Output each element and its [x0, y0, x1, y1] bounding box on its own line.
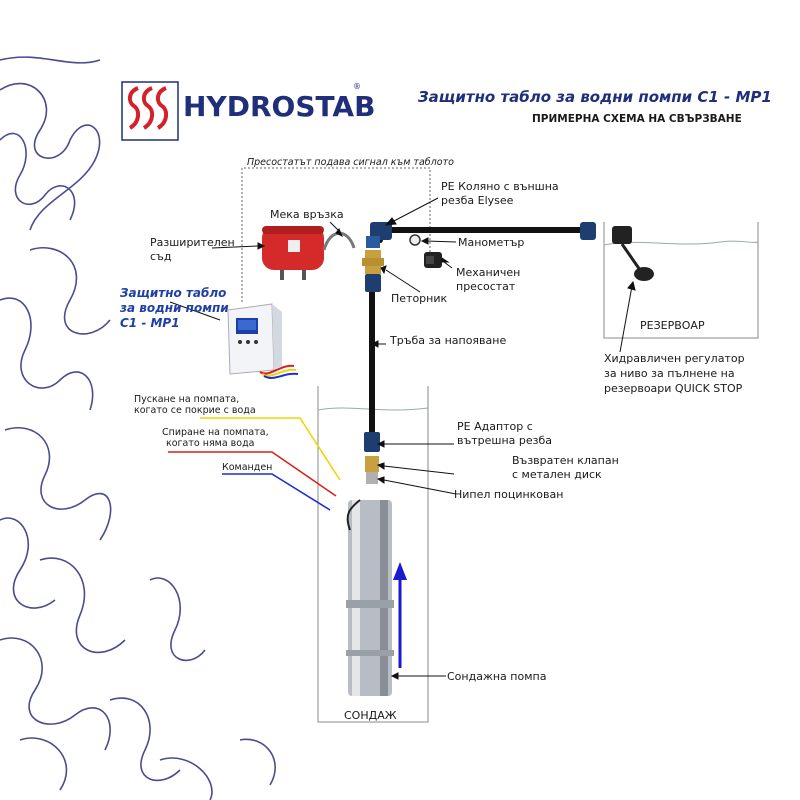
label-pressostat-signal: Пресостатът подава сигнал към таблото [247, 157, 454, 168]
label-borehole-pump: Сондажна помпа [447, 670, 547, 683]
pe-elbow-fitting [366, 222, 392, 248]
label-pe-adapter-1: PE Адаптор с [457, 420, 533, 433]
wire-start [200, 417, 341, 481]
label-five-way: Петорник [391, 292, 448, 305]
check-valve-fitting [365, 456, 379, 472]
label-start-pump-2: когато се покрие с вода [134, 405, 256, 416]
label-pe-elbow-1: PE Коляно с външна [441, 180, 559, 193]
pressostat-icon [424, 252, 442, 268]
label-control-panel: Защитно табло за водни помпи C1 - MP1 [120, 286, 229, 331]
label-stop-pump-1: Спиране на помпата, [162, 427, 269, 438]
label-borehole: СОНДАЖ [344, 709, 397, 722]
manometer-icon [409, 234, 421, 246]
label-regulator-3: резервоари QUICK STOP [604, 382, 743, 395]
label-panel-line-1: Защитно табло [120, 286, 227, 300]
five-way-fitting [362, 250, 384, 274]
page-subtitle: ПРИМЕРНА СХЕМА НА СВЪРЗВАНЕ [532, 113, 742, 125]
hydrostab-logo-icon [121, 81, 179, 141]
nipple-fitting [366, 472, 378, 484]
label-mech-pressostat-2: пресостат [456, 280, 516, 293]
expansion-vessel-icon [262, 226, 356, 280]
electrode-wires [168, 417, 341, 511]
label-pe-elbow-2: резба Elysee [441, 194, 514, 207]
pipes [369, 227, 583, 435]
label-reservoir: РЕЗЕРВОАР [640, 319, 705, 332]
label-expansion-vessel-2: съд [150, 250, 172, 263]
brand-name: HYDROSTAB [183, 90, 376, 123]
borehole-shaft [317, 386, 429, 723]
label-start-pump-1: Пускане на помпата, [134, 394, 240, 405]
control-panel-icon [227, 303, 299, 379]
wire-stop [168, 451, 337, 497]
label-regulator-1: Хидравличен регулатор [604, 352, 745, 365]
wire-common [222, 473, 331, 511]
flow-arrow-icon [393, 562, 407, 668]
label-mech-pressostat-1: Механичен [456, 266, 521, 279]
pipe-connector-below [365, 274, 381, 292]
label-stop-pump-2: когато няма вода [166, 438, 255, 449]
registered-mark: ® [353, 82, 361, 91]
label-check-valve-1: Възвратен клапан [512, 454, 619, 467]
topographic-background [0, 56, 276, 800]
label-panel-line-3: C1 - MP1 [120, 316, 180, 330]
label-soft-hose: Мека връзка [270, 208, 344, 221]
tank-connector [580, 222, 596, 240]
reservoir-tank [603, 222, 759, 339]
label-nipple: Нипел поцинкован [454, 488, 564, 501]
label-irrigation-pipe: Тръба за напояване [390, 334, 507, 347]
label-check-valve-2: с метален диск [512, 468, 602, 481]
borehole-pump-icon [346, 499, 394, 696]
label-manometer: Манометър [458, 236, 525, 249]
label-expansion-vessel-1: Разширителен [150, 236, 235, 249]
label-pe-adapter-2: вътрешна резба [457, 434, 553, 447]
label-regulator-2: за ниво за пълнене на [604, 367, 735, 380]
label-panel-line-2: за водни помпи [120, 301, 229, 315]
float-regulator-icon [612, 226, 654, 281]
signal-dotted-line [241, 167, 431, 302]
label-common: Команден [222, 462, 273, 473]
pe-adapter-fitting [364, 432, 380, 452]
page-title: Защитно табло за водни помпи C1 - MP1 [418, 88, 772, 106]
leader-arrows [169, 197, 636, 680]
